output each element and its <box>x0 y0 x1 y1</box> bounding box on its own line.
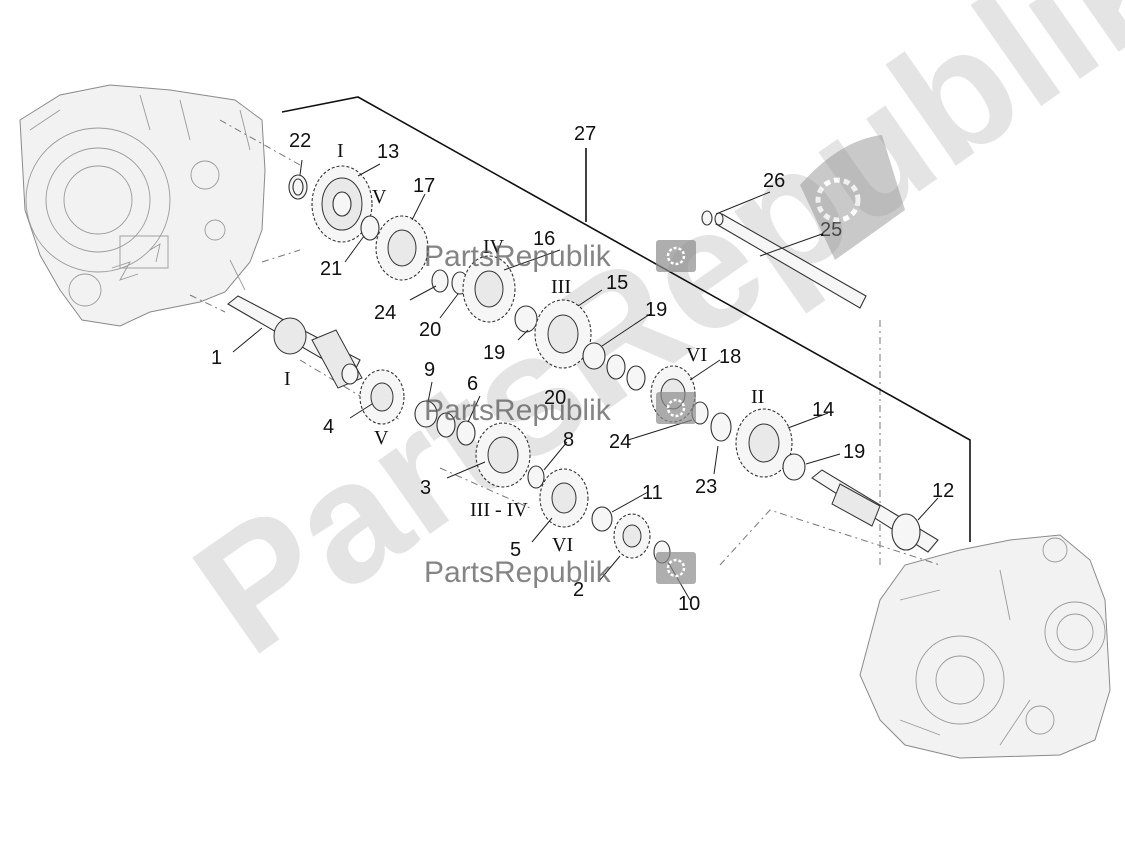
callout-13: 13 <box>377 141 399 163</box>
part-3-gear-III-IV <box>475 422 531 488</box>
part-washers <box>606 354 646 391</box>
part-26-clip <box>701 210 713 226</box>
callout-20: 20 <box>419 319 441 341</box>
callout-6: 6 <box>467 373 478 395</box>
gear-label-I-shaft: I <box>284 368 291 390</box>
gear-label-III-IV: III - IV <box>470 499 528 521</box>
callout-20-b: 20 <box>544 387 566 409</box>
callout-18: 18 <box>719 346 741 368</box>
callout-19-a: 19 <box>483 342 505 364</box>
gear-label-VI-right: VI <box>686 344 707 366</box>
part-5-gear-VI <box>539 468 589 528</box>
part-24-ring <box>431 269 449 293</box>
callout-9: 9 <box>424 359 435 381</box>
callout-27: 27 <box>574 123 596 145</box>
callouts: 22 13 17 21 16 24 20 15 19 19 18 1 9 6 2… <box>211 123 954 615</box>
callout-16: 16 <box>533 228 555 250</box>
watermark-stamp-3: PartsRepublik <box>424 552 696 589</box>
callout-11: 11 <box>642 482 663 504</box>
part-19-bush-b <box>582 342 606 370</box>
callout-19-b: 19 <box>645 299 667 321</box>
callout-3: 3 <box>420 477 431 499</box>
callout-24-b: 24 <box>609 431 631 453</box>
watermark-text: PartsRepublik <box>424 556 612 589</box>
callout-1: 1 <box>211 347 222 369</box>
part-1-main-shaft <box>227 295 363 389</box>
callout-10: 10 <box>678 593 700 615</box>
callout-25: 25 <box>820 219 842 241</box>
callout-21: 21 <box>320 258 342 280</box>
part-11-bush <box>591 506 613 532</box>
callout-19-c: 19 <box>843 441 865 463</box>
part-16-gear-IV <box>462 255 516 323</box>
left-crankcase <box>19 84 266 327</box>
part-17-gear-V <box>375 215 429 281</box>
part-15-gear-III <box>534 299 592 369</box>
part-22-circlip <box>288 174 308 200</box>
right-crankcase <box>859 534 1111 759</box>
callout-5: 5 <box>510 539 521 561</box>
gear-icon <box>666 558 686 578</box>
watermark-text: PartsRepublik <box>424 394 612 427</box>
callout-23: 23 <box>695 476 717 498</box>
gear-icon <box>666 246 686 266</box>
callout-4: 4 <box>323 416 334 438</box>
part-25-selector-shaft <box>714 212 867 309</box>
watermark-flag-logo <box>800 135 905 260</box>
part-8-ring <box>527 465 545 489</box>
part-19-bush-c <box>782 453 806 481</box>
callout-17: 17 <box>413 175 435 197</box>
gear-label-IV: IV <box>483 236 505 258</box>
watermark-stamp-1: PartsRepublik <box>424 240 696 273</box>
part-12-secondary-shaft <box>811 469 939 553</box>
part-14-gear-II <box>735 408 793 478</box>
callout-15: 15 <box>606 272 628 294</box>
callout-14: 14 <box>812 399 834 421</box>
gear-label-I-top: I <box>337 140 344 162</box>
gear-label-III: III <box>551 276 571 298</box>
callout-26: 26 <box>763 170 785 192</box>
part-23-washer <box>710 412 732 442</box>
callout-24: 24 <box>374 302 396 324</box>
callout-8: 8 <box>563 429 574 451</box>
part-2-gear <box>613 513 651 559</box>
part-19-bush <box>514 305 538 333</box>
gear-icon <box>666 398 686 418</box>
gear-label-II: II <box>751 386 764 408</box>
gear-label-VI-bottom: VI <box>552 534 573 556</box>
callout-2: 2 <box>573 579 584 601</box>
part-21-washer <box>360 215 380 241</box>
watermark-stamp-2: PartsRepublik <box>424 392 696 427</box>
callout-12: 12 <box>932 480 954 502</box>
part-6-washers <box>436 412 476 446</box>
part-4-gear-V <box>359 369 405 425</box>
part-9-bush <box>414 400 438 428</box>
callout-22: 22 <box>289 130 311 152</box>
gear-labels: I V IV III VI I V III - IV VI II <box>284 140 764 556</box>
gear-label-V-top: V <box>372 186 387 208</box>
gear-label-V-bottom: V <box>374 427 389 449</box>
gear-icon <box>815 177 861 223</box>
watermark-text: PartsRepublik <box>424 240 612 273</box>
part-13-gear-I <box>311 165 373 243</box>
